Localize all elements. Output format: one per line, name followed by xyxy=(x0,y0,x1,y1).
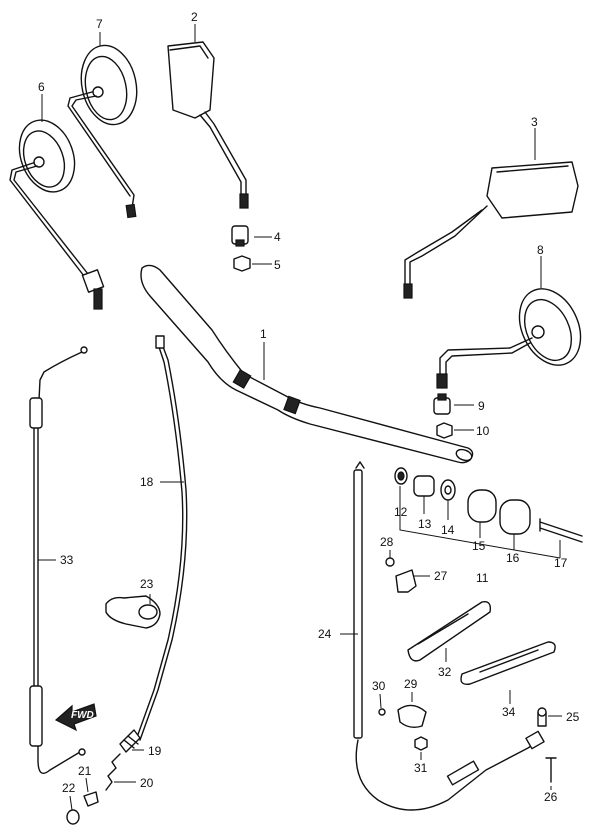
callout-15: 15 xyxy=(472,539,486,553)
callout-9: 9 xyxy=(478,399,485,413)
cable-part-18 xyxy=(135,335,188,741)
fwd-arrow: FWD xyxy=(54,703,97,732)
callout-12: 12 xyxy=(394,505,408,519)
mirror-round-right xyxy=(436,288,582,389)
pin-part-26 xyxy=(545,757,557,783)
callout-23: 23 xyxy=(140,577,154,591)
callout-31: 31 xyxy=(414,761,428,775)
callout-5: 5 xyxy=(274,258,281,272)
elbow-part-21 xyxy=(83,791,99,807)
callout-1: 1 xyxy=(260,327,267,341)
leader-lines xyxy=(38,24,562,811)
bolt-part-28 xyxy=(385,557,395,567)
callout-32: 32 xyxy=(438,665,452,679)
adapter-part-9 xyxy=(433,393,451,415)
callout-3: 3 xyxy=(531,115,538,129)
handlebar xyxy=(140,264,474,464)
callout-22: 22 xyxy=(62,781,76,795)
callout-13: 13 xyxy=(418,517,432,531)
callout-18: 18 xyxy=(140,475,154,489)
callout-25: 25 xyxy=(566,710,580,724)
nut-part-31 xyxy=(414,736,428,751)
nut-part-5 xyxy=(233,255,251,272)
callout-24: 24 xyxy=(318,627,332,641)
callout-19: 19 xyxy=(148,744,162,758)
callout-4: 4 xyxy=(274,230,281,244)
callout-8: 8 xyxy=(537,243,544,257)
adapter-part-4 xyxy=(231,225,249,247)
callout-14: 14 xyxy=(441,523,455,537)
cable-part-33 xyxy=(29,346,88,774)
screw-part-30 xyxy=(378,708,386,716)
callout-21: 21 xyxy=(78,764,92,778)
boot-part-19 xyxy=(119,729,141,753)
bracket-part-32 xyxy=(407,601,492,662)
callout-26: 26 xyxy=(544,790,558,804)
callout-10: 10 xyxy=(476,424,490,438)
callout-16: 16 xyxy=(506,551,520,565)
switch-part-23 xyxy=(105,595,161,629)
callout-27: 27 xyxy=(434,569,448,583)
throttle-rod-24 xyxy=(353,461,365,739)
strap-part-34 xyxy=(460,641,556,685)
fwd-label: FWD xyxy=(71,710,94,721)
callout-2: 2 xyxy=(191,10,198,24)
mirror-round-top xyxy=(67,44,138,219)
callout-20: 20 xyxy=(140,776,154,790)
mirror-rect-right xyxy=(403,161,579,299)
callout-29: 29 xyxy=(404,677,418,691)
grip-parts xyxy=(394,467,583,543)
cap-part-22 xyxy=(66,809,80,825)
callout-28: 28 xyxy=(380,535,394,549)
callout-33: 33 xyxy=(60,553,74,567)
clutch-cable xyxy=(355,730,545,811)
spring-part-20 xyxy=(105,753,121,791)
mirror-rect-top xyxy=(167,41,249,209)
clamp-part-29 xyxy=(397,704,427,729)
nut-part-10 xyxy=(436,422,453,439)
callout-labels: 7 2 3 6 4 5 8 9 10 1 12 13 14 15 16 17 1… xyxy=(38,10,580,804)
callout-6: 6 xyxy=(38,80,45,94)
bolt-part-25 xyxy=(537,707,547,727)
callout-17: 17 xyxy=(554,556,568,570)
callout-7: 7 xyxy=(96,17,103,31)
bracket-part-27 xyxy=(395,569,417,593)
callout-11: 11 xyxy=(476,571,489,585)
callout-30: 30 xyxy=(372,679,386,693)
callout-34: 34 xyxy=(502,705,516,719)
mirror-round-left xyxy=(9,119,105,310)
